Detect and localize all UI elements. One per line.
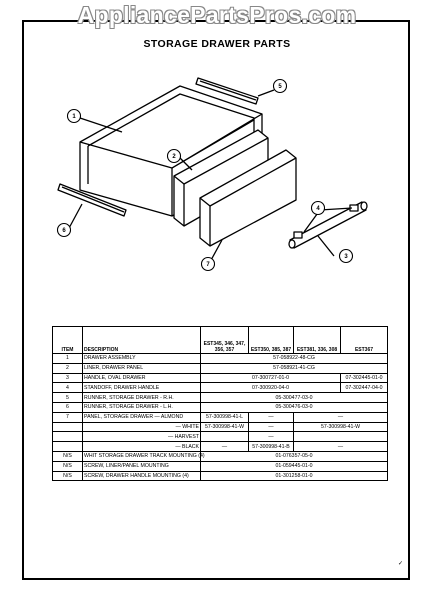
cell-part-number: — [248,421,294,433]
parts-table-wrap: ITEM DESCRIPTION EST345, 346, 347, 356, … [52,326,388,482]
cell-part-number: 05-300476-03-0 [200,401,388,413]
callout-7-label: 7 [206,262,210,268]
cell-item: 7 [52,411,83,423]
cell-part-number: — [293,441,388,452]
cell-description: — WHITE [82,421,201,433]
cell-part-number [200,431,249,443]
callout-1-label: 1 [72,114,76,120]
callout-6-label: 6 [62,228,66,234]
cell-part-number: 07-300727-01-0 [200,372,341,384]
cell-description: RUNNER, STORAGE DRAWER - L.H. [82,401,201,413]
page-title: STORAGE DRAWER PARTS [143,38,291,50]
header-description: DESCRIPTION [82,326,201,354]
cell-part-number: 01-301258-01-0 [200,470,388,482]
callout-5-label: 5 [278,84,282,90]
callout-4-label: 4 [316,206,320,212]
cell-part-number: — [248,411,294,423]
cell-item: 3 [52,372,83,384]
cell-description: WHIT STORAGE DRAWER TRACK MOUNTING (4) [82,450,205,462]
cell-item: 5 [52,392,83,403]
cell-item: 1 [52,353,83,364]
table-row: — WHITE 57-300998-41-W — 57-300998-41-W [52,421,388,433]
table-row: 5 RUNNER, STORAGE DRAWER - R.H. 05-30047… [52,392,388,403]
callout-1 [66,108,82,124]
cell-item: 2 [52,362,83,374]
header-model-1: EST345, 346, 347, 356, 357 [200,326,249,354]
watermark: AppliancePartsPros.com [77,2,357,28]
table-row: 3 HANDLE, OVAL DRAWER 07-300727-01-0 07-… [52,372,388,384]
cell-description: — HARVEST [82,431,201,443]
cell-part-number [293,431,388,443]
callout-5 [272,78,288,94]
table-row: 4 STANDOFF, DRAWER HANDLE 07-300920-04-0… [52,382,388,394]
cell-description: STANDOFF, DRAWER HANDLE [82,382,201,394]
cell-description: — BLACK [82,441,201,452]
table-row: 2 LINER, DRAWER PANEL 57-058921-41-CG [52,362,388,374]
header-model-3: EST381, 336, 308 [293,326,341,354]
cell-part-number: 57-300998-41-B [248,441,294,452]
header-model-2: EST350, 385, 387 [248,326,294,354]
cell-part-number: 07-300920-04-0 [200,382,341,394]
cell-part-number: 07-302447-04-0 [340,382,388,394]
cell-part-number: — [293,411,388,423]
cell-part-number: — [200,441,249,452]
header-model-4: EST367 [340,326,388,354]
parts-diagram: 1 2 3 4 5 6 7 [56,77,368,272]
cell-item: N/S [52,450,83,462]
runner-rh [195,77,259,105]
cell-part-number: 57-300998-41-L [200,411,249,423]
cell-part-number: 57-058921-41-CG [200,362,388,374]
callout-3 [338,248,354,264]
runner-lh [57,183,127,217]
table-row: N/S SCREW, DRAWER HANDLE MOUNTING (4) 01… [52,470,388,482]
cell-description: HANDLE, OVAL DRAWER [82,372,201,384]
cell-part-number: 57-300998-41-W [200,421,249,433]
table-row: 1 DRAWER ASSEMBLY 57-058922-48-CG [52,353,388,364]
cell-part-number: 05-300477-03-0 [200,392,388,403]
table-row: — HARVEST — [52,431,388,443]
cell-item: 6 [52,401,83,413]
cell-part-number: 57-058922-48-CG [200,353,388,364]
cell-part-number: 01-076357-05-0 [200,450,388,462]
cell-description: RUNNER, STORAGE DRAWER - R.H. [82,392,201,403]
callout-3-label: 3 [344,254,348,260]
table-row: — BLACK — 57-300998-41-B — [52,441,388,452]
oval-handle [288,201,368,249]
cell-item [52,431,83,443]
cell-description: PANEL, STORAGE DRAWER — ALMOND [82,411,201,423]
cell-item [52,421,83,433]
drawer-panel [199,149,297,247]
corner-mark: ✓ [398,561,404,567]
cell-item: N/S [52,470,83,482]
cell-item: N/S [52,460,83,472]
cell-description: SCREW, DRAWER HANDLE MOUNTING (4) [82,470,201,482]
cell-part-number: — [248,431,294,443]
table-row: N/S SCREW, LINER/PANEL MOUNTING 01-05944… [52,460,388,472]
parts-table: ITEM DESCRIPTION EST345, 346, 347, 356, … [52,326,388,482]
table-row: 6 RUNNER, STORAGE DRAWER - L.H. 05-30047… [52,401,388,413]
cell-part-number: 07-302445-01-0 [340,372,388,384]
cell-description: LINER, DRAWER PANEL [82,362,201,374]
cell-description: DRAWER ASSEMBLY [82,353,201,364]
cell-item [52,441,83,452]
cell-part-number: 57-300998-41-W [293,421,388,433]
callout-7 [200,256,216,272]
callout-4 [310,200,326,216]
table-header-row: ITEM DESCRIPTION EST345, 346, 347, 356, … [52,326,388,354]
callout-6 [56,222,72,238]
cell-description: SCREW, LINER/PANEL MOUNTING [82,460,201,472]
header-item: ITEM [52,326,83,354]
callout-2 [166,148,182,164]
table-row: N/S WHIT STORAGE DRAWER TRACK MOUNTING (… [52,450,388,462]
cell-item: 4 [52,382,83,394]
callout-2-label: 2 [172,154,176,160]
table-row: 7 PANEL, STORAGE DRAWER — ALMOND 57-3009… [52,411,388,423]
cell-part-number: 01-059445-01-0 [200,460,388,472]
